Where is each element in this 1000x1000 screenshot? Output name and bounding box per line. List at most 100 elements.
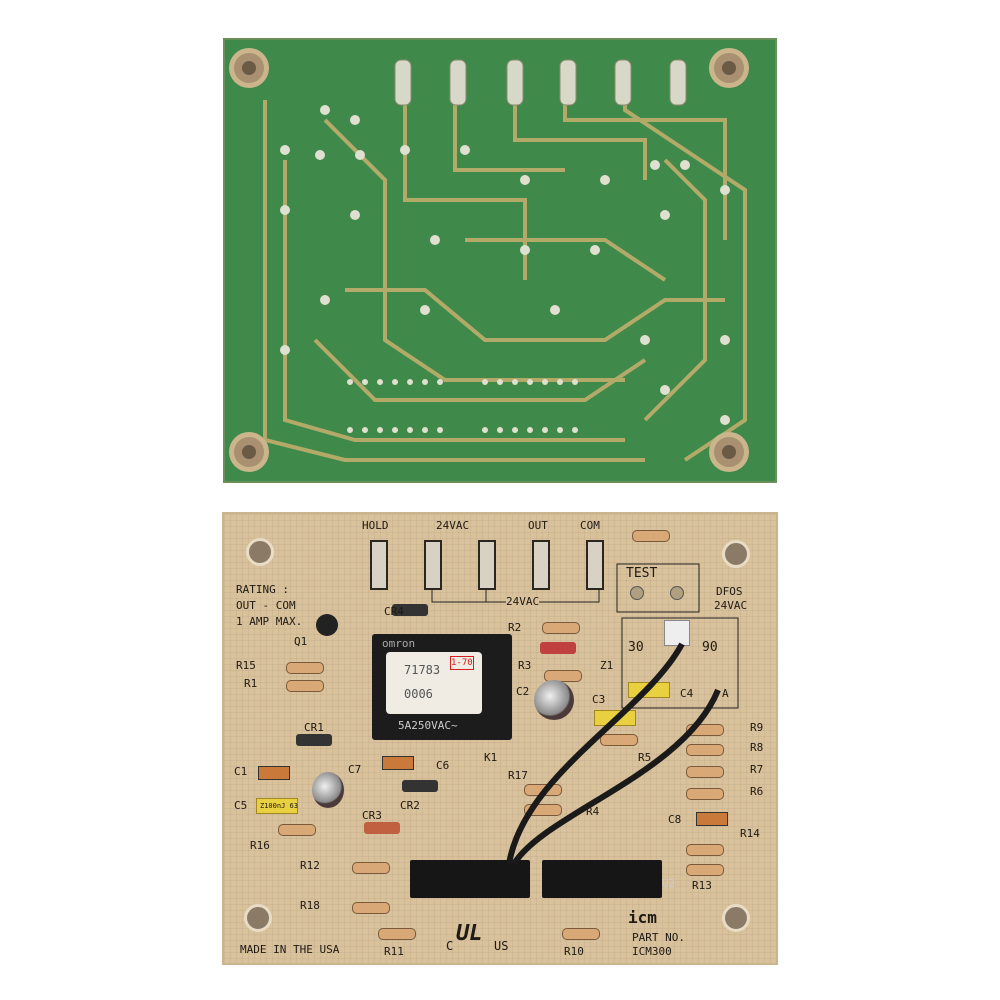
mounting-hole <box>229 432 269 472</box>
dfos-label: 24VAC <box>714 599 748 612</box>
mounting-hole <box>229 48 269 88</box>
label-K1: K1 <box>484 751 498 764</box>
ref-label: C5 <box>234 799 248 812</box>
ref-label: R5 <box>638 751 652 764</box>
resistor-r6 <box>673 788 737 800</box>
setting-30: 30 <box>628 640 644 655</box>
label-24vac-bus: 24VAC <box>506 595 540 608</box>
capacitor-c3 <box>594 710 636 726</box>
diode-cr1 <box>296 734 332 746</box>
setting-90: 90 <box>702 640 718 655</box>
ref-label: C4 <box>680 687 694 700</box>
transistor-q1 <box>316 614 338 636</box>
label-24vac: 24VAC <box>436 519 470 532</box>
relay-k1: omron 71783 0006 1-70 5A250VAC~ <box>372 634 512 740</box>
resistor-r1 <box>273 680 337 692</box>
ref-label: R1 <box>244 677 258 690</box>
c5-marking: Z100nJ 63 <box>260 802 298 810</box>
rating-label: RATING : <box>236 583 289 596</box>
test-label: TEST <box>626 566 658 581</box>
capacitor-c2 <box>534 680 574 720</box>
ref-label: CR1 <box>304 721 324 734</box>
ref-label: R17 <box>508 769 528 782</box>
ref-label: C3 <box>592 693 606 706</box>
ref-label: R13 <box>692 879 712 892</box>
ref-label: R9 <box>750 721 764 734</box>
relay-sticker-mark: 1-70 <box>450 656 474 670</box>
ref-label: R6 <box>750 785 764 798</box>
ul-c-label: C <box>446 939 454 953</box>
dfos-jumper-terminal[interactable] <box>664 620 690 646</box>
relay-code: 0006 <box>404 687 433 701</box>
label-out: OUT <box>528 519 548 532</box>
label-com: COM <box>580 519 600 532</box>
resistor-r14 <box>673 844 737 856</box>
capacitor-c1 <box>258 766 290 780</box>
ref-label: CR2 <box>400 799 420 812</box>
terminal-hold[interactable] <box>370 540 388 590</box>
dfos-label: DFOS <box>716 585 743 598</box>
ref-label: C2 <box>516 685 530 698</box>
ref-label: C8 <box>668 813 682 826</box>
capacitor-c7 <box>312 772 344 808</box>
label-hold: HOLD <box>362 519 389 532</box>
resistor-r5 <box>587 734 651 746</box>
relay-brand: omron <box>382 637 416 650</box>
ref-label: R3 <box>518 659 532 672</box>
resistor-r4 <box>511 804 575 816</box>
capacitor-c4 <box>628 682 670 698</box>
test-pad[interactable] <box>630 586 644 600</box>
ref-label: R16 <box>250 839 270 852</box>
ref-label: R12 <box>300 859 320 872</box>
ref-label: R11 <box>384 945 404 958</box>
ref-label: Q1 <box>294 635 308 648</box>
terminal-24vac-2[interactable] <box>478 540 496 590</box>
ref-label: R15 <box>236 659 256 672</box>
capacitor-c8 <box>696 812 728 826</box>
zener-z1 <box>540 642 576 654</box>
mounting-hole <box>722 904 750 932</box>
pcb-component-side: HOLD 24VAC OUT COM 24VAC RATING : OUT - … <box>222 512 778 965</box>
made-in-usa-label: MADE IN THE USA <box>240 943 340 956</box>
mounting-hole <box>246 538 274 566</box>
ref-label: R14 <box>740 827 760 840</box>
ref-label: R2 <box>508 621 522 634</box>
part-no-label: PART NO. <box>632 931 685 944</box>
ref-label: R4 <box>586 805 600 818</box>
resistor-r13 <box>673 864 737 876</box>
ref-label: U2 <box>662 877 676 890</box>
ic-u1 <box>410 860 530 898</box>
ref-label: R18 <box>300 899 320 912</box>
pcb-solder-side <box>223 38 777 483</box>
ul-us-label: US <box>494 939 509 953</box>
ref-label: R7 <box>750 763 764 776</box>
ref-label: C7 <box>348 763 362 776</box>
terminal-com[interactable] <box>586 540 604 590</box>
capacitor-c5: Z100nJ 63 <box>256 798 298 814</box>
terminal-24vac-1[interactable] <box>424 540 442 590</box>
diode-cr4 <box>392 604 428 616</box>
terminal-out[interactable] <box>532 540 550 590</box>
copper-traces <box>263 59 747 462</box>
diode-cr3 <box>364 822 400 834</box>
ref-label: C1 <box>234 765 248 778</box>
rating-label: OUT - COM <box>236 599 296 612</box>
ul-logo: UL <box>456 921 483 946</box>
resistor-r18 <box>339 902 403 914</box>
resistor <box>619 530 683 542</box>
ref-label: CR4 <box>384 605 404 618</box>
resistor-r8 <box>673 744 737 756</box>
mounting-hole <box>244 904 272 932</box>
relay-sticker: 71783 0006 1-70 <box>386 652 482 714</box>
mounting-hole <box>722 540 750 568</box>
mounting-hole <box>709 432 749 472</box>
diode-cr2 <box>402 780 438 792</box>
resistor-r11 <box>365 928 429 940</box>
resistor-r16 <box>265 824 329 836</box>
ref-label: R10 <box>564 945 584 958</box>
test-pad[interactable] <box>670 586 684 600</box>
resistor-r10 <box>549 928 613 940</box>
rating-label: 1 AMP MAX. <box>236 615 303 628</box>
resistor-r17 <box>511 784 575 796</box>
resistor-r12 <box>339 862 403 874</box>
